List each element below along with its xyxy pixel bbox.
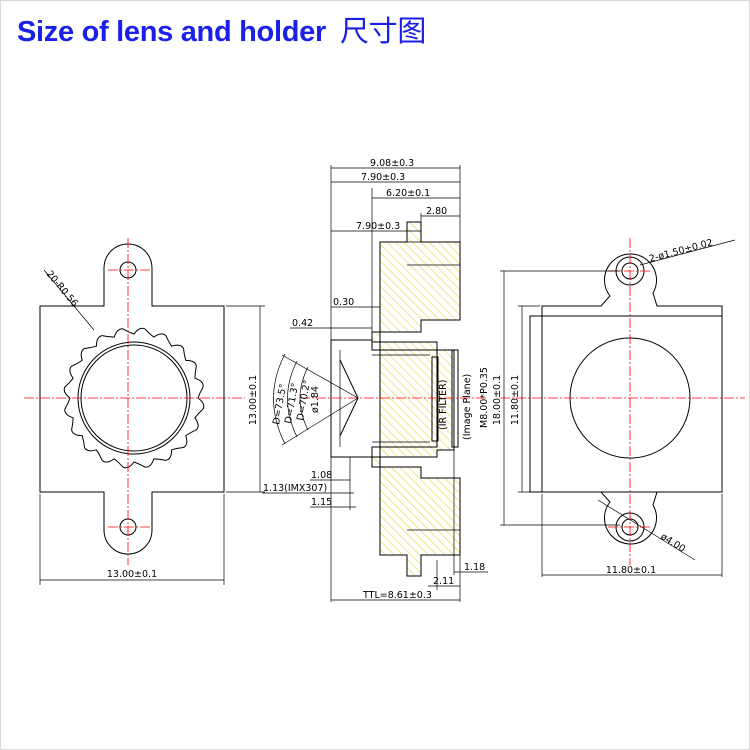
side-view: D=73.5° D=71.3° D=70.2° ø1.84 (IR FILTER… xyxy=(262,158,490,602)
front-radius-label: 20-R0.56 xyxy=(44,269,80,309)
aperture-label: ø1.84 xyxy=(310,386,321,413)
back-view: 2-ø1.50±0.02 ø4.00 11.80±0.1 18.00±0.1 1… xyxy=(492,237,745,577)
ir-filter-label: (IR FILTER) xyxy=(438,380,449,431)
dim-908-label: 9.08±0.3 xyxy=(370,158,414,169)
side-ir-filter xyxy=(431,356,439,442)
dim-211-label: 2.11 xyxy=(433,576,454,587)
back-post-label: ø4.00 xyxy=(658,531,687,555)
title-chinese: 尺寸图 xyxy=(339,14,427,48)
page-title: Size of lens and holder 尺寸图 xyxy=(17,8,426,50)
back-outer-label: 18.00±0.1 xyxy=(492,375,503,425)
back-flange-rect xyxy=(529,315,723,493)
thread-label: M8.00*P0.35 xyxy=(479,367,490,428)
dim-108-label: 1.08 xyxy=(311,470,332,481)
fov-ray-upper xyxy=(281,354,359,399)
side-image-sensor xyxy=(451,349,459,448)
dim-113-label: 1.13(IMX307) xyxy=(263,483,327,494)
back-holder-outline xyxy=(541,253,723,545)
fov-arc-3 xyxy=(299,366,309,431)
fov-arc-1 xyxy=(273,353,286,445)
front-radius-leader xyxy=(43,269,95,331)
fov-arc-2 xyxy=(287,360,298,438)
front-view: 20-R0.56 13.00±0.1 13.00±0.1 xyxy=(24,238,265,585)
dim-115-label: 1.15 xyxy=(311,497,332,508)
dim-790a-label: 7.90±0.3 xyxy=(361,172,405,183)
side-holder-hatch xyxy=(371,221,461,577)
dim-620-label: 6.20±0.1 xyxy=(386,188,430,199)
image-plane-label: (Image Plane) xyxy=(462,374,473,440)
dim-280-label: 2.80 xyxy=(426,206,447,217)
dim-042-label: 0.42 xyxy=(292,318,313,329)
back-hole-label: 2-ø1.50±0.02 xyxy=(648,237,714,265)
dim-030-label: 0.30 xyxy=(333,297,354,308)
fov-ray-lower xyxy=(281,397,359,446)
front-width-label: 13.00±0.1 xyxy=(107,569,157,580)
back-post-leader xyxy=(597,499,696,561)
title-english: Size of lens and holder xyxy=(17,16,326,48)
front-height-label: 13.00±0.1 xyxy=(248,375,259,425)
dim-118-label: 1.18 xyxy=(464,562,485,573)
back-inner-label: 11.80±0.1 xyxy=(510,375,521,425)
back-hole-leader xyxy=(639,239,736,266)
dim-790b-label: 7.90±0.3 xyxy=(356,221,400,232)
front-holder-outline xyxy=(39,243,225,555)
dim-ttl-label: TTL=8.61±0.3 xyxy=(362,590,432,601)
back-width-label: 11.80±0.1 xyxy=(606,565,656,576)
side-lens-barrel xyxy=(330,339,438,458)
